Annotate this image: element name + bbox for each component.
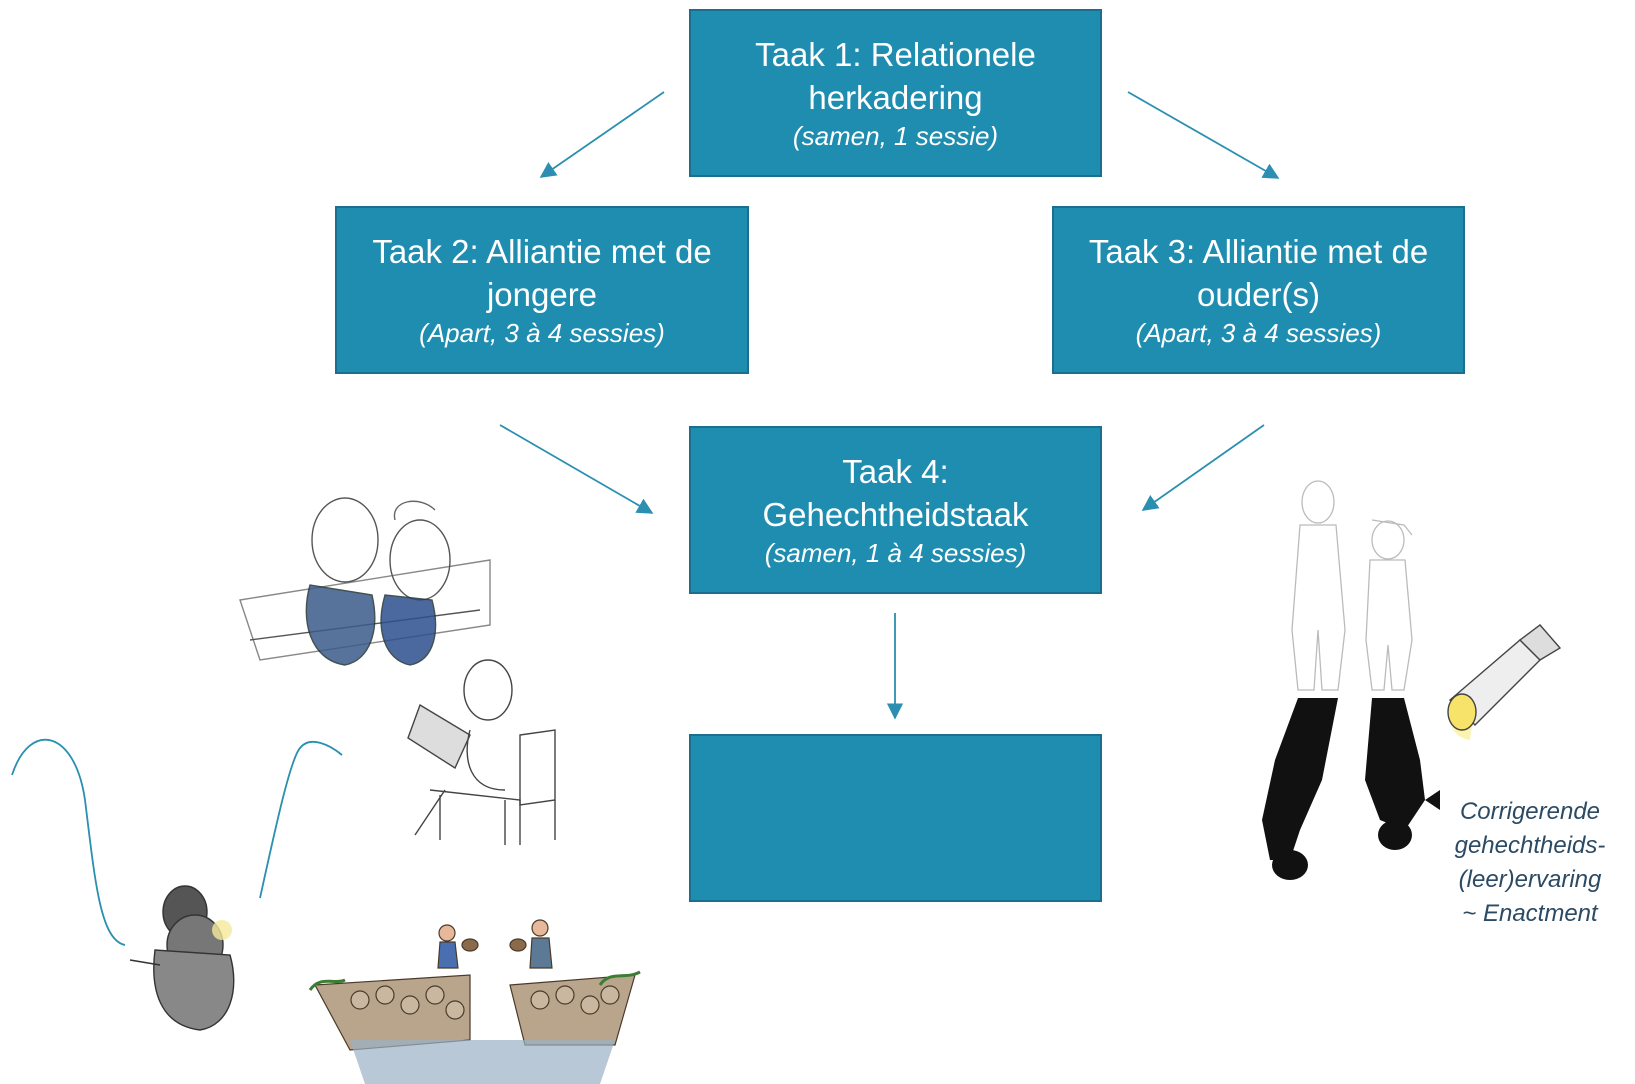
sketch-bridge-building-icon xyxy=(308,919,641,1084)
task-3-title-line-2: ouder(s) xyxy=(1197,276,1320,313)
arrow-t2-to-t4 xyxy=(499,424,654,514)
caption-line-1: Corrigerende xyxy=(1459,798,1601,825)
task-3-box: Taak 3: Alliantie met de ouder(s) (Apart… xyxy=(1052,206,1465,374)
task-4-box: Taak 4: Gehechtheidstaak (samen, 1 à 4 s… xyxy=(689,426,1102,594)
sketch-reader-chair-icon xyxy=(407,659,556,845)
task-2-title-line-1: Taak 2: Alliantie met de xyxy=(372,233,712,270)
task-4-title-line-1: Taak 4: xyxy=(842,453,949,490)
arrow-t1-to-t3 xyxy=(1127,91,1280,179)
curve-right xyxy=(259,740,343,899)
flashlight-icon xyxy=(1447,624,1562,740)
task-1-subtitle: (samen, 1 sessie) xyxy=(792,121,999,151)
task-3-subtitle: (Apart, 3 à 4 sessies) xyxy=(1135,318,1382,348)
task-3-title-line-1: Taak 3: Alliantie met de xyxy=(1088,233,1429,270)
task-2-box: Taak 2: Alliantie met de jongere (Apart,… xyxy=(335,206,749,374)
caption-line-3: (leer)ervaring xyxy=(1458,866,1602,893)
sketch-shadow-figures-icon xyxy=(1262,480,1440,880)
task-4-subtitle: (samen, 1 à 4 sessies) xyxy=(764,538,1027,568)
empty-result-box xyxy=(689,734,1102,902)
curve-left xyxy=(11,738,126,946)
caption-line-2: gehechtheids- xyxy=(1454,832,1606,859)
task-4-title-line-2: Gehechtheidstaak xyxy=(762,496,1029,533)
enactment-caption: Corrigerende gehechtheids- (leer)ervarin… xyxy=(1430,795,1630,931)
arrow-t1-to-t2 xyxy=(539,91,665,178)
task-2-subtitle: (Apart, 3 à 4 sessies) xyxy=(419,318,665,348)
caption-line-4: ~ Enactment xyxy=(1462,900,1598,927)
task-2-title-line-2: jongere xyxy=(486,276,598,313)
sketch-couple-hug-icon xyxy=(239,497,491,666)
task-1-title-line-2: herkadering xyxy=(808,79,983,116)
sketch-embrace-icon xyxy=(129,885,235,1031)
task-1-title-line-1: Taak 1: Relationele xyxy=(755,36,1036,73)
task-1-box: Taak 1: Relationele herkadering (samen, … xyxy=(689,9,1102,177)
arrow-t3-to-t4 xyxy=(1141,424,1265,511)
